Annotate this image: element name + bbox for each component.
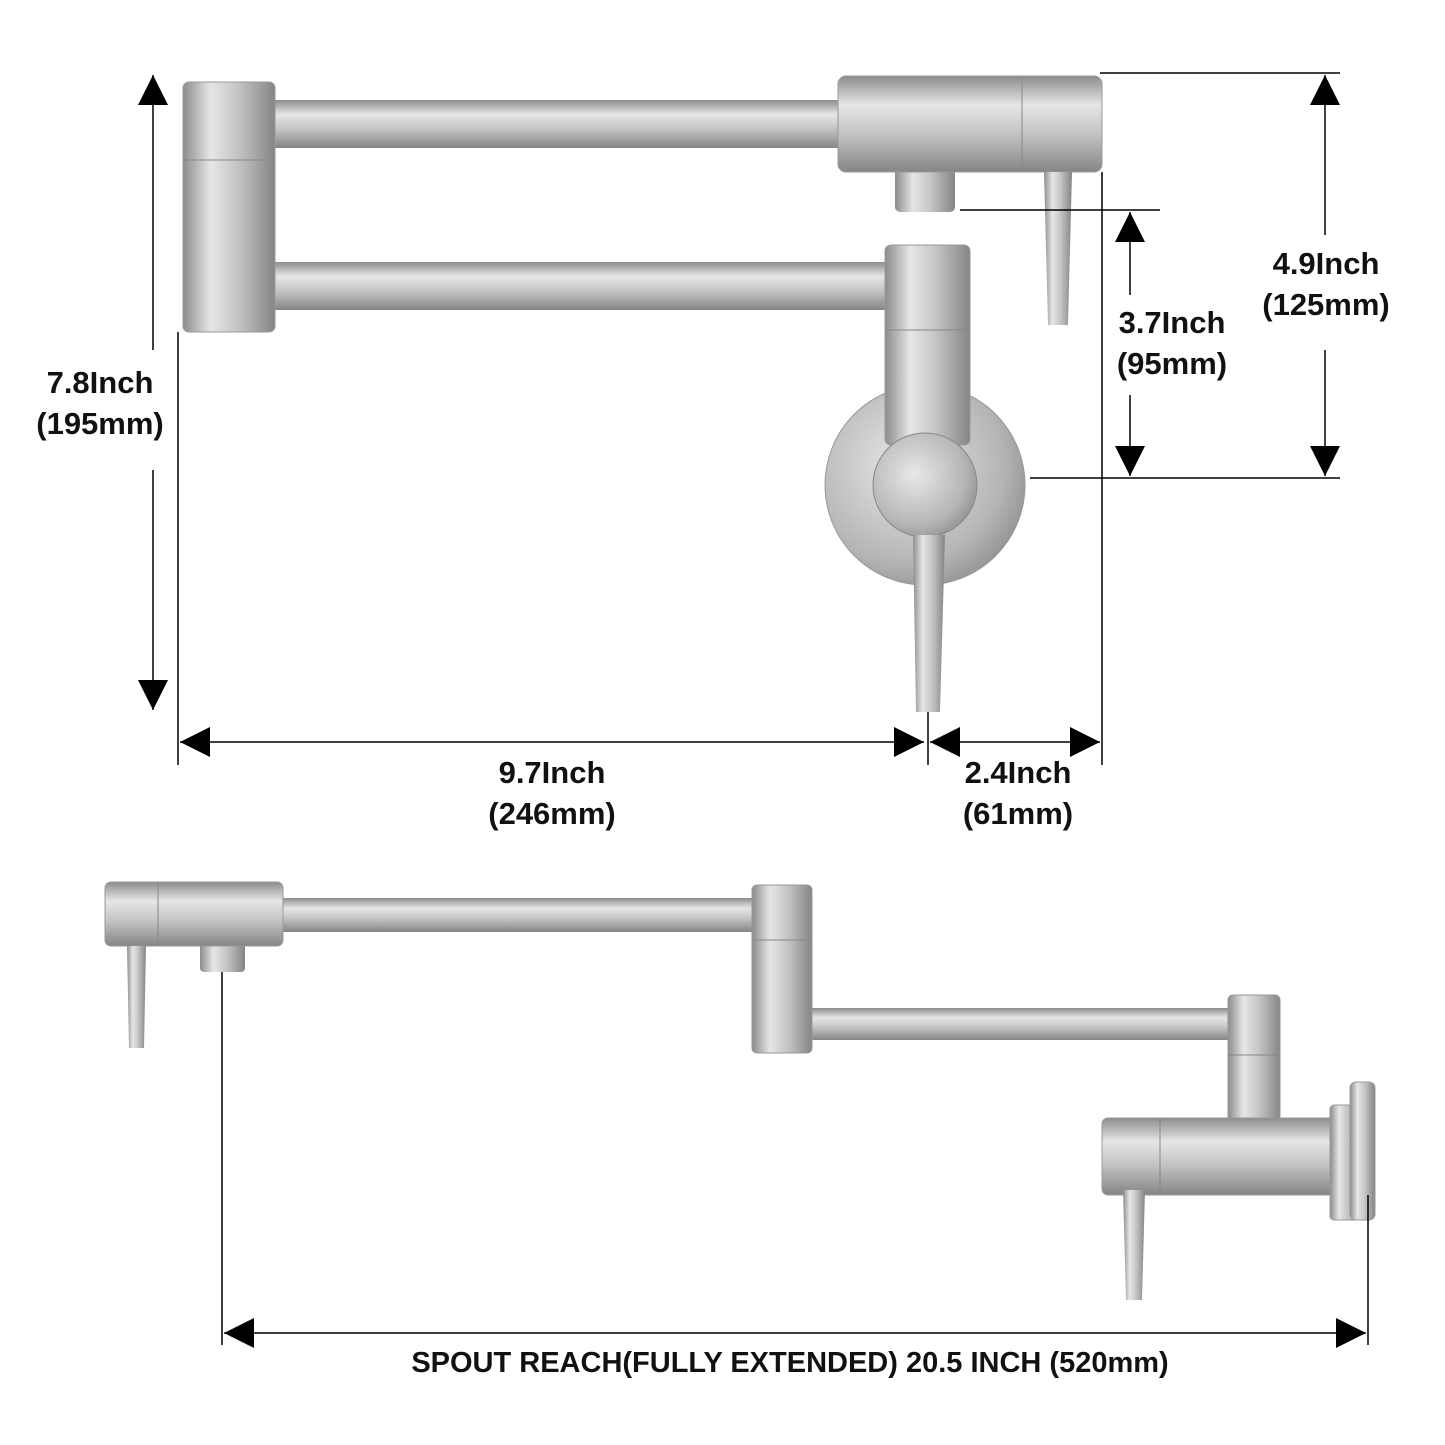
valve-lever [913, 535, 945, 712]
total-depth-inch: 4.9Inch [1272, 246, 1380, 281]
total-depth-mm: (125mm) [1262, 287, 1390, 322]
outlet-height-label: 3.7Inch (95mm) [1092, 302, 1252, 384]
height-label: 7.8Inch (195mm) [20, 362, 180, 444]
outlet-nozzle-ext [200, 940, 245, 972]
outlet-height-mm: (95mm) [1116, 346, 1228, 381]
spout-body-ext [104, 881, 284, 947]
valve-knob [872, 432, 978, 538]
spout-reach-label: SPOUT REACH(FULLY EXTENDED) 20.5 INCH (5… [411, 1347, 1169, 1379]
upper-arm [275, 100, 845, 148]
offset-mm: (61mm) [962, 796, 1074, 831]
outlet-nozzle [895, 165, 955, 212]
swivel-joint [182, 81, 276, 333]
dimension-lines [138, 72, 1369, 1348]
valve-lever-ext [1123, 1190, 1145, 1300]
upper-arm-ext [283, 898, 758, 932]
outlet-height-inch: 3.7Inch [1118, 305, 1226, 340]
swivel-joint-ext [751, 884, 813, 1054]
lower-arm [265, 262, 890, 310]
extended-faucet [104, 881, 1376, 1300]
riser-pipe [884, 244, 971, 446]
spout-body [837, 75, 1103, 173]
offset-label: 2.4Inch (61mm) [938, 752, 1098, 834]
total-depth-label: 4.9Inch (125mm) [1246, 243, 1406, 325]
width-label: 9.7Inch (246mm) [452, 752, 652, 834]
height-inch: 7.8Inch [46, 365, 154, 400]
lower-arm-ext [808, 1008, 1233, 1040]
width-mm: (246mm) [488, 796, 616, 831]
width-inch: 9.7Inch [498, 755, 606, 790]
offset-inch: 2.4Inch [964, 755, 1072, 790]
folded-faucet [182, 75, 1103, 712]
shutoff-lever [1044, 172, 1072, 325]
valve-body-ext [1101, 1117, 1338, 1196]
shutoff-lever-ext [127, 946, 146, 1048]
height-mm: (195mm) [36, 406, 164, 441]
